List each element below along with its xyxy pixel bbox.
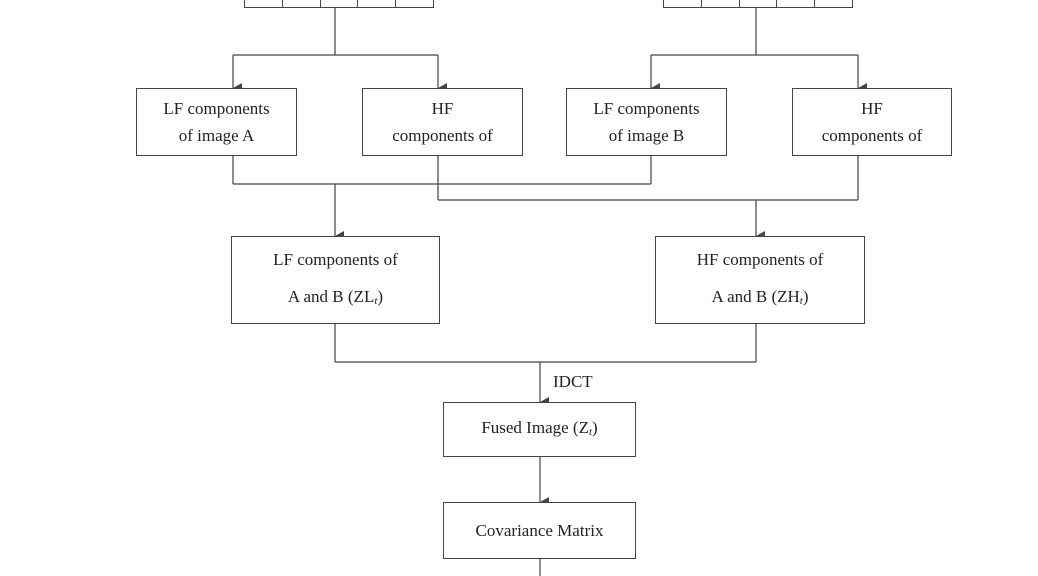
hf-b-line1: HF	[861, 99, 883, 118]
lf-b-line1: LF components	[593, 99, 700, 118]
lf-ab-line2: A and B (ZLt)	[288, 278, 383, 320]
lf-a-line1: LF components	[163, 99, 270, 118]
lf-components-a-and-b-box: LF components of A and B (ZLt)	[231, 236, 440, 324]
lf-components-image-b-box: LF components of image B	[566, 88, 727, 156]
covariance-label: Covariance Matrix	[475, 521, 604, 540]
fused-image-box: Fused Image (Zt)	[443, 402, 636, 457]
block-cell	[815, 0, 852, 7]
fused-close: )	[592, 417, 598, 437]
lf-b-line2: of image B	[608, 126, 685, 145]
lf-ab-subscript: t	[374, 294, 378, 307]
hf-b-line2: components of	[821, 126, 923, 145]
hf-a-line1: HF	[431, 99, 454, 118]
covariance-matrix-box: Covariance Matrix	[443, 502, 636, 559]
hf-ab-close: )	[802, 286, 809, 306]
hf-components-a-and-b-box: HF components of A and B (ZHt)	[655, 236, 865, 324]
hf-components-image-b-box: HF components of	[792, 88, 952, 156]
hf-ab-subscript: t	[799, 294, 803, 307]
lf-ab-line1: LF components of	[273, 249, 398, 269]
lf-ab-line2-text: A and B (ZL	[287, 286, 375, 306]
block-cell	[740, 0, 778, 7]
fused-label: Fused Image (Zt)	[481, 414, 597, 446]
fused-subscript: t	[588, 425, 593, 438]
lf-ab-close: )	[377, 286, 384, 306]
hf-a-line2: components of	[392, 126, 493, 145]
hf-components-image-a-box: HF components of	[362, 88, 523, 156]
block-cell	[321, 0, 359, 7]
block-cell	[283, 0, 321, 7]
block-cell	[702, 0, 740, 7]
block-cell	[664, 0, 702, 7]
hf-ab-line2: A and B (ZHt)	[711, 278, 808, 320]
block-cell	[358, 0, 397, 7]
lf-components-image-a-box: LF components of image A	[136, 88, 297, 156]
hf-ab-line1: HF components of	[696, 249, 824, 269]
lf-a-line2: of image A	[178, 126, 255, 145]
image-a-blocks	[244, 0, 434, 8]
fused-text: Fused Image (Z	[481, 417, 589, 437]
block-cell	[396, 0, 433, 7]
idct-label: IDCT	[553, 372, 593, 391]
block-cell	[777, 0, 816, 7]
block-cell	[245, 0, 283, 7]
image-b-blocks	[663, 0, 853, 8]
hf-ab-line2-text: A and B (ZH	[711, 286, 800, 306]
